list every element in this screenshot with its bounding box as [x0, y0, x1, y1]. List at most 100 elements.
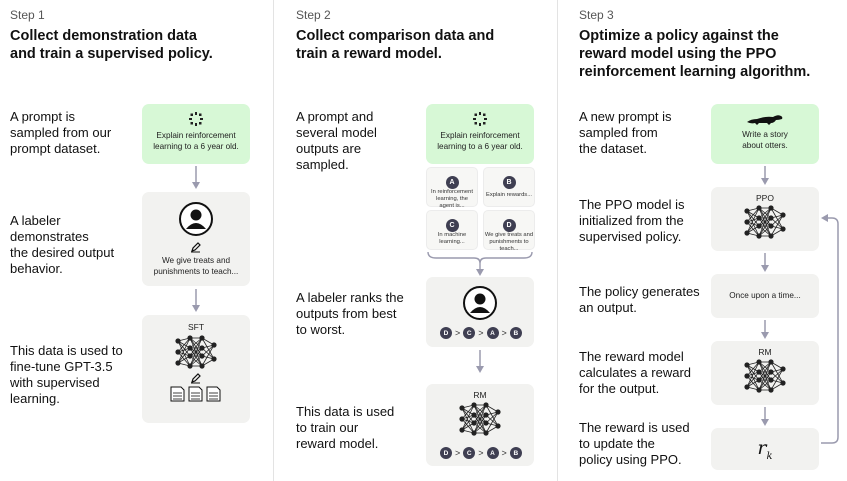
output-text: We give treats and punishments to teach.… [484, 232, 534, 253]
prompt-text: Write a story about otters. [711, 129, 819, 151]
neural-network-icon [458, 402, 502, 436]
rank-sep: > [501, 328, 507, 338]
prompt-line: Explain reinforcement [156, 131, 236, 140]
prompt-text: Explain reinforcement learning to a 6 ye… [426, 130, 534, 152]
desc-line: for the output. [579, 381, 660, 396]
desc-line: calculates a reward [579, 365, 691, 380]
arrow-down-icon [476, 350, 484, 373]
step2-ranking-card: D > C > A > B [426, 277, 534, 347]
arrow-down-icon [761, 166, 769, 185]
demo-line: punishments to teach... [153, 267, 239, 276]
rm-label: RM [758, 347, 772, 357]
output-line: Explain rewards... [485, 192, 533, 198]
step3-prompt-card: Write a story about otters. [711, 104, 819, 164]
step3-reward-card: rk [711, 428, 819, 470]
step3-rm-card: RM [711, 341, 819, 405]
desc-line: A labeler ranks the [296, 290, 404, 305]
reward-subscript: k [766, 450, 773, 462]
desc-line: supervised policy. [579, 229, 682, 244]
output-line: punishments to [489, 239, 529, 245]
rank-badge: A [486, 447, 499, 459]
desc-line: A new prompt is [579, 109, 672, 124]
step2-heading-line: train a reward model. [296, 46, 442, 62]
step2-prompt-card: Explain reinforcement learning to a 6 ye… [426, 104, 534, 164]
step1-labeler-card: We give treats and punishments to teach.… [142, 192, 250, 286]
brace-arrow-icon [427, 251, 533, 276]
desc-line: The PPO model is [579, 197, 685, 212]
arrow-down-icon [192, 289, 200, 312]
rank-badge: B [509, 327, 522, 339]
output-badge: B [502, 176, 516, 189]
pencil-icon [191, 242, 201, 253]
desc-line: sampled. [296, 157, 349, 172]
desc-line: demonstrates [10, 229, 89, 244]
step3-ppo-card: PPO [711, 187, 819, 251]
step3-heading-line: reward model using the PPO [579, 46, 777, 62]
desc-line: sampled from our [10, 125, 112, 140]
output-card-c: C In machine learning... [426, 210, 478, 250]
rank-badge: D [440, 327, 452, 339]
ranking-row: D > C > A > B [440, 327, 522, 339]
output-card-b: B Explain rewards... [483, 167, 535, 207]
step1-heading-line: Collect demonstration data [10, 28, 197, 44]
column-divider-2 [557, 0, 558, 481]
output-card-a: A In reinforcement learning, the agent i… [426, 167, 478, 210]
desc-line: an output. [579, 300, 637, 315]
desc-line: prompt dataset. [10, 141, 101, 156]
prompt-text: Explain reinforcement learning to a 6 ye… [142, 130, 250, 152]
demo-text: We give treats and punishments to teach.… [142, 255, 250, 277]
rm-label: RM [473, 390, 487, 400]
desc-line: The reward is used [579, 420, 690, 435]
step1-prompt-card: Explain reinforcement learning to a 6 ye… [142, 104, 250, 164]
arrow-down-icon [192, 166, 200, 189]
output-badge: D [502, 219, 516, 232]
step2-desc-outputs: A prompt and several model outputs are s… [296, 109, 377, 173]
desc-line: fine-tune GPT-3.5 [10, 359, 113, 374]
output-line: learning... [439, 239, 465, 245]
step3-heading-line: reinforcement learning algorithm. [579, 64, 811, 80]
step2-heading: Collect comparison data and train a rewa… [296, 27, 494, 63]
desc-line: reward model. [296, 436, 379, 451]
step2-desc-ranking: A labeler ranks the outputs from best to… [296, 290, 404, 338]
rank-sep: > [455, 328, 461, 338]
column-divider-1 [273, 0, 274, 481]
step2-rm-card: RM D > C > A > B [426, 384, 534, 466]
step3-output-card: Once upon a time... [711, 274, 819, 318]
rank-badge: A [486, 327, 499, 339]
step1-desc-finetune: This data is used to fine-tune GPT-3.5 w… [10, 343, 123, 407]
step2-desc-train: This data is used to train our reward mo… [296, 404, 394, 452]
step3-heading: Optimize a policy against the reward mod… [579, 27, 810, 81]
prompt-line: Write a story [742, 130, 788, 139]
output-line: In machine [437, 232, 467, 238]
arrow-down-icon [761, 407, 769, 426]
desc-line: A prompt and [296, 109, 374, 124]
desc-line: with supervised [10, 375, 100, 390]
desc-line: This data is used to [10, 343, 123, 358]
desc-line: policy using PPO. [579, 452, 682, 467]
output-card-d: D We give treats and punishments to teac… [483, 210, 535, 253]
prompt-line: learning to a 6 year old. [153, 142, 239, 151]
desc-line: to worst. [296, 322, 346, 337]
rank-badge: B [509, 447, 522, 459]
step2-heading-line: Collect comparison data and [296, 28, 495, 44]
step1-desc-labeler: A labeler demonstrates the desired outpu… [10, 213, 114, 277]
step3-heading-line: Optimize a policy against the [579, 28, 779, 44]
step1-sft-card: SFT [142, 315, 250, 423]
step1-heading-line: and train a supervised policy. [10, 46, 213, 62]
recycle-icon [473, 112, 487, 126]
desc-line: initialized from the [579, 213, 684, 228]
neural-network-icon [174, 335, 218, 369]
otter-icon [747, 115, 783, 125]
arrow-down-icon [761, 253, 769, 272]
desc-line: The reward model [579, 349, 684, 364]
ranking-row: D > C > A > B [440, 447, 522, 459]
rank-badge: C [463, 327, 476, 339]
sft-label: SFT [187, 322, 205, 332]
desc-line: A labeler [10, 213, 61, 228]
rank-sep: > [501, 448, 507, 458]
output-text: In reinforcement learning, the agent is.… [427, 189, 477, 210]
rank-sep: > [478, 328, 484, 338]
output-badge: C [445, 219, 459, 232]
documents-icon [170, 386, 221, 402]
output-badge: A [445, 176, 459, 189]
